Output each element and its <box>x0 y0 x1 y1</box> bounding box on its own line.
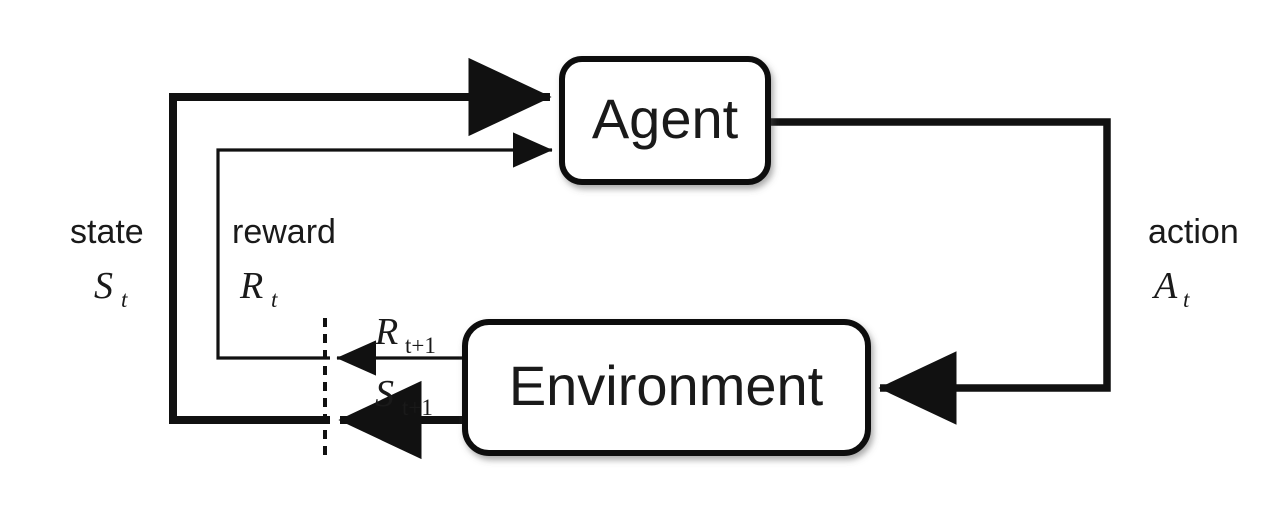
edge-reward <box>216 132 553 360</box>
state-subscript: t <box>121 287 128 312</box>
label-reward: reward R t <box>232 213 336 312</box>
next-reward-subscript: t+1 <box>405 333 436 358</box>
node-environment[interactable]: Environment <box>462 319 871 456</box>
next-state-subscript: t+1 <box>402 395 433 420</box>
node-agent[interactable]: Agent <box>559 56 771 185</box>
reward-word: reward <box>232 213 336 251</box>
next-reward-symbol: R <box>374 311 398 353</box>
action-word: action <box>1148 213 1239 251</box>
state-symbol: S <box>94 265 113 307</box>
reward-symbol: R <box>239 265 263 307</box>
label-state: state S t <box>70 213 144 312</box>
action-subscript: t <box>1183 287 1190 312</box>
label-action: action A t <box>1148 213 1239 312</box>
environment-label: Environment <box>509 354 824 417</box>
edge-action <box>768 118 1111 425</box>
agent-label: Agent <box>592 87 739 150</box>
agent-box[interactable] <box>559 56 771 185</box>
next-state-symbol: S <box>375 373 394 415</box>
label-next-reward: R t+1 <box>374 311 436 358</box>
label-next-state: S t+1 <box>375 373 433 420</box>
edge-state <box>169 57 552 424</box>
environment-box[interactable] <box>462 319 871 456</box>
reward-subscript: t <box>271 287 278 312</box>
state-word: state <box>70 213 144 251</box>
action-symbol: A <box>1151 265 1178 307</box>
